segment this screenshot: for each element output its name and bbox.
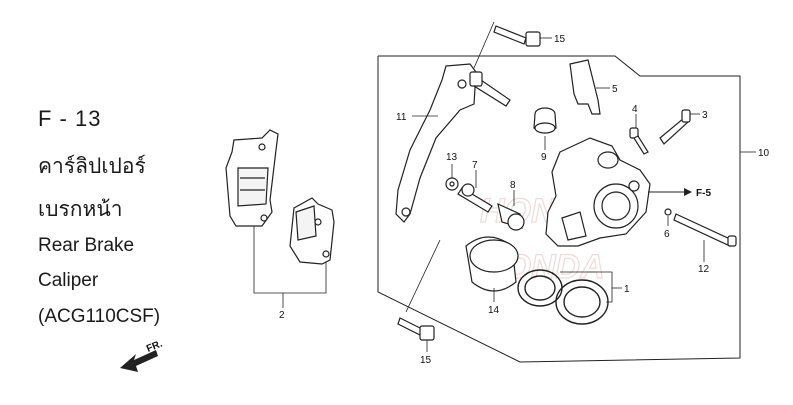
title-english-line2: Caliper xyxy=(38,270,99,291)
callout-15-top: 15 xyxy=(554,34,566,45)
sleeve-8 xyxy=(497,202,525,231)
pin-bolt-3 xyxy=(659,109,691,145)
callout-12: 12 xyxy=(698,264,710,275)
callout-10: 10 xyxy=(758,148,770,159)
leader-15-top-to-bracket xyxy=(473,21,495,69)
assembly-outline xyxy=(377,55,741,363)
brake-pad-right xyxy=(289,197,335,265)
washer-6 xyxy=(664,208,672,216)
pin-boot xyxy=(533,107,557,134)
callout-15-bottom: 15 xyxy=(420,355,432,366)
slide-pin-7 xyxy=(457,183,493,213)
leader-15-bottom-to-bracket xyxy=(405,239,441,313)
dust-seal xyxy=(555,279,609,325)
leader-1 xyxy=(560,271,613,303)
flange-bolt-bottom xyxy=(397,317,435,341)
bleed-valve xyxy=(629,127,649,155)
title-thai-line1: คาร์ลิปเปอร์ xyxy=(38,154,146,178)
caliper-bracket xyxy=(395,63,477,223)
callout-6: 6 xyxy=(664,229,670,240)
caliper-body xyxy=(545,137,651,247)
callout-9: 9 xyxy=(541,152,547,163)
callout-1: 1 xyxy=(624,284,630,295)
brake-pad-left xyxy=(225,129,279,227)
pad-spring xyxy=(569,59,601,115)
pad-pin xyxy=(673,213,737,247)
front-arrow-icon: FR. xyxy=(120,338,164,372)
bolt-13 xyxy=(445,177,459,191)
callout-4: 4 xyxy=(632,104,638,115)
figure-code: F - 13 xyxy=(38,106,102,131)
callout-2: 2 xyxy=(279,310,285,321)
pin-bolt-top xyxy=(469,71,511,107)
flange-bolt-top xyxy=(493,25,541,47)
title-thai-line2: เบรกหน้า xyxy=(38,197,123,221)
piston xyxy=(465,236,519,292)
callout-7: 7 xyxy=(472,160,478,171)
callout-5: 5 xyxy=(612,84,618,95)
title-english-line1: Rear Brake xyxy=(38,235,135,256)
ref-f5-arrow xyxy=(648,188,692,196)
svg-text:FR.: FR. xyxy=(145,338,164,354)
callout-3: 3 xyxy=(702,110,708,121)
ref-f5-label: F-5 xyxy=(696,188,711,199)
callout-13: 13 xyxy=(446,152,458,163)
leader-2 xyxy=(253,226,327,294)
model-code: (ACG110CSF) xyxy=(38,306,161,327)
callout-11: 11 xyxy=(396,112,407,123)
callout-14: 14 xyxy=(488,305,500,316)
callout-8: 8 xyxy=(510,180,516,191)
